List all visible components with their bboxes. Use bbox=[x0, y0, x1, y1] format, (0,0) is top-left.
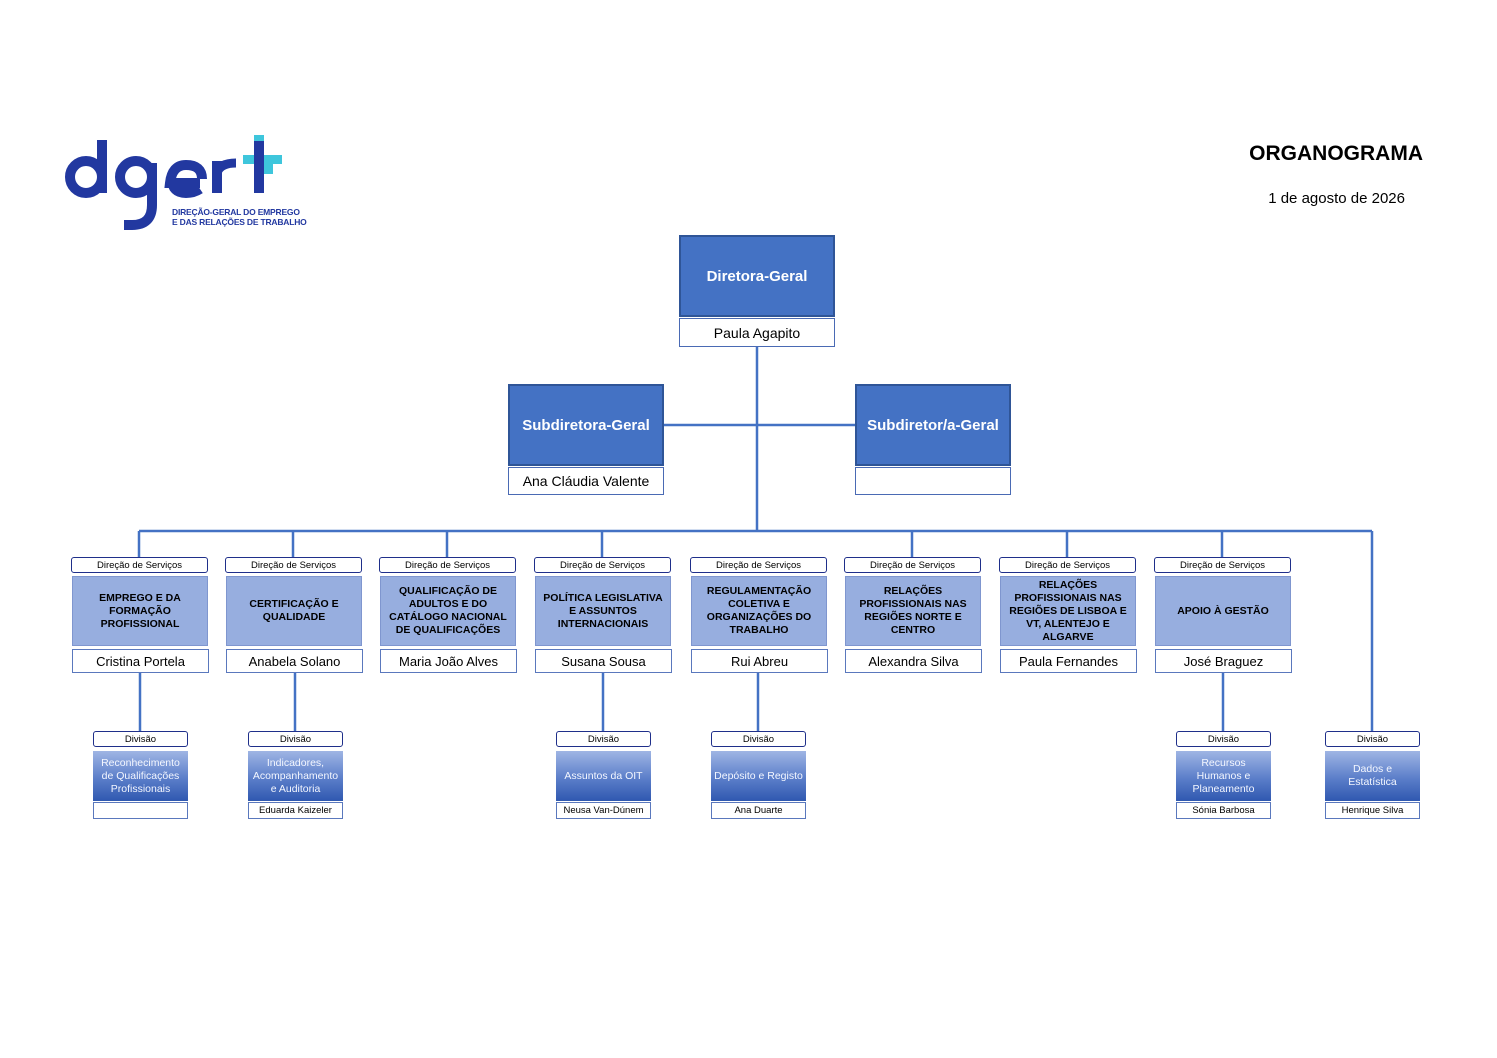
division-2-label: Divisão bbox=[248, 731, 343, 747]
division-5-name: Sónia Barbosa bbox=[1176, 802, 1271, 819]
service-1-label: Direção de Serviços bbox=[71, 557, 208, 573]
service-4-label: Direção de Serviços bbox=[534, 557, 671, 573]
service-7-title: RELAÇÕES PROFISSIONAIS NAS REGIÕES DE LI… bbox=[1000, 576, 1136, 646]
subdirector-2-name bbox=[855, 467, 1011, 495]
division-1-label: Divisão bbox=[93, 731, 188, 747]
service-3-name: Maria João Alves bbox=[380, 649, 517, 673]
division-1-title: Reconhecimento de Qualificações Profissi… bbox=[93, 751, 188, 801]
division-6-name: Henrique Silva bbox=[1325, 802, 1420, 819]
service-2-label: Direção de Serviços bbox=[225, 557, 362, 573]
service-2-title: CERTIFICAÇÃO E QUALIDADE bbox=[226, 576, 362, 646]
service-8-name: José Braguez bbox=[1155, 649, 1292, 673]
logo-subtitle-line1: DIREÇÃO-GERAL DO EMPREGO bbox=[172, 207, 300, 217]
service-1-name: Cristina Portela bbox=[72, 649, 209, 673]
division-1-name bbox=[93, 802, 188, 819]
division-2-name: Eduarda Kaizeler bbox=[248, 802, 343, 819]
division-4-label: Divisão bbox=[711, 731, 806, 747]
page-title: ORGANOGRAMA bbox=[1249, 142, 1423, 165]
division-3-title: Assuntos da OIT bbox=[556, 751, 651, 801]
service-1-title: EMPREGO E DA FORMAÇÃO PROFISSIONAL bbox=[72, 576, 208, 646]
page-date: 1 de agosto de 2026 bbox=[1268, 190, 1405, 207]
service-7-name: Paula Fernandes bbox=[1000, 649, 1137, 673]
service-5-name: Rui Abreu bbox=[691, 649, 828, 673]
subdirector-1-title-box: Subdiretora-Geral bbox=[508, 384, 664, 466]
service-4-title: POLÍTICA LEGISLATIVA E ASSUNTOS INTERNAC… bbox=[535, 576, 671, 646]
logo-subtitle-line2: E DAS RELAÇÕES DE TRABALHO bbox=[172, 217, 307, 227]
service-5-label: Direção de Serviços bbox=[690, 557, 827, 573]
service-6-label: Direção de Serviços bbox=[844, 557, 981, 573]
service-8-label: Direção de Serviços bbox=[1154, 557, 1291, 573]
service-6-name: Alexandra Silva bbox=[845, 649, 982, 673]
division-5-title: Recursos Humanos e Planeamento bbox=[1176, 751, 1271, 801]
service-8-title: APOIO À GESTÃO bbox=[1155, 576, 1291, 646]
subdirector-1-name: Ana Cláudia Valente bbox=[508, 467, 664, 495]
service-7-label: Direção de Serviços bbox=[999, 557, 1136, 573]
division-5-label: Divisão bbox=[1176, 731, 1271, 747]
division-2-title: Indicadores, Acompanhamento e Auditoria bbox=[248, 751, 343, 801]
service-6-title: RELAÇÕES PROFISSIONAIS NAS REGIÕES NORTE… bbox=[845, 576, 981, 646]
service-3-title: QUALIFICAÇÃO DE ADULTOS E DO CATÁLOGO NA… bbox=[380, 576, 516, 646]
division-3-name: Neusa Van-Dúnem bbox=[556, 802, 651, 819]
subdirector-2-title-box: Subdiretor/a-Geral bbox=[855, 384, 1011, 466]
service-4-name: Susana Sousa bbox=[535, 649, 672, 673]
service-3-label: Direção de Serviços bbox=[379, 557, 516, 573]
director-name: Paula Agapito bbox=[679, 318, 835, 347]
division-6-label: Divisão bbox=[1325, 731, 1420, 747]
director-title-box: Diretora-Geral bbox=[679, 235, 835, 317]
division-3-label: Divisão bbox=[556, 731, 651, 747]
service-5-title: REGULAMENTAÇÃO COLETIVA E ORGANIZAÇÕES D… bbox=[691, 576, 827, 646]
dgert-wordmark-graphic bbox=[65, 135, 282, 230]
division-6-title: Dados e Estatística bbox=[1325, 751, 1420, 801]
division-4-title: Depósito e Registo bbox=[711, 751, 806, 801]
service-2-name: Anabela Solano bbox=[226, 649, 363, 673]
division-4-name: Ana Duarte bbox=[711, 802, 806, 819]
dgert-logo: DIREÇÃO-GERAL DO EMPREGO E DAS RELAÇÕES … bbox=[62, 135, 307, 235]
